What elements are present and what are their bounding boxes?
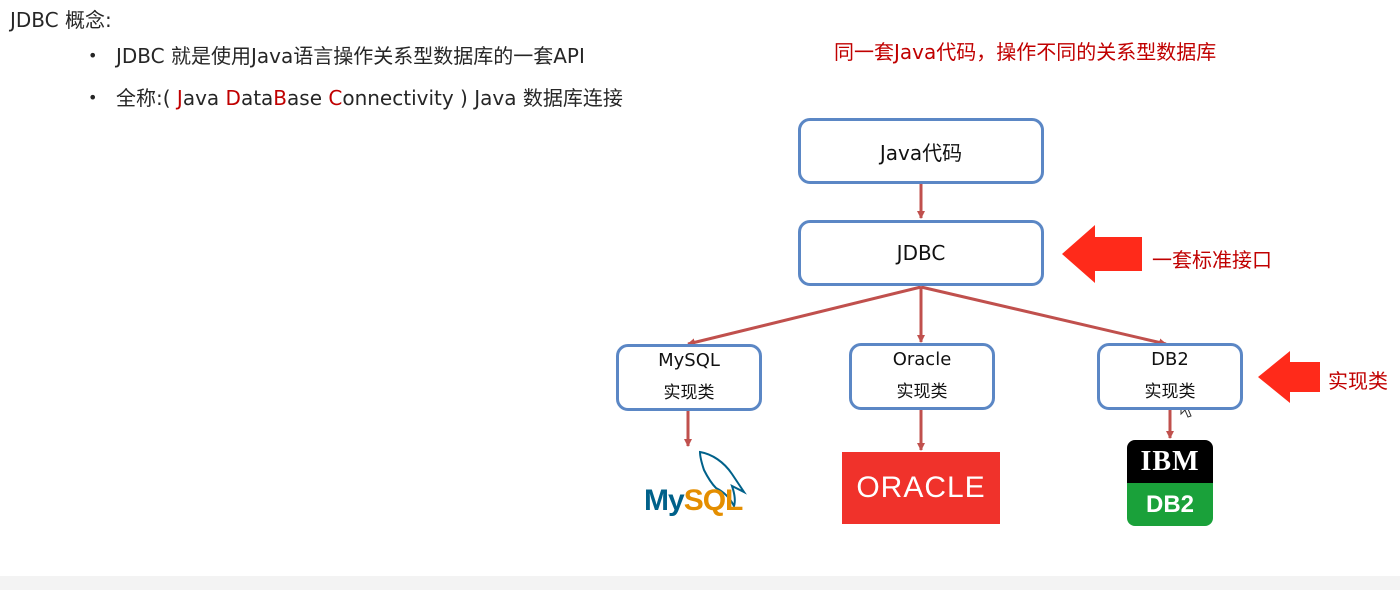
page-bottom-strip [0,576,1400,590]
initial-d: D [225,86,241,110]
bullet-full-name-text: 全称:( Java DataBase Connectivity ) Java 数… [116,84,623,112]
arrow-impl-class [1258,351,1320,403]
word-java-rest: ava [182,86,226,110]
db2-logo-bottom: DB2 [1127,483,1213,526]
jdbc-box-label: JDBC [896,241,946,265]
db2-wordmark: DB2 [1145,490,1194,518]
oracle-impl-box: Oracle 实现类 [849,343,995,410]
dolphin-icon [698,450,747,509]
initial-c: C [328,86,343,110]
bullet-definition-text: JDBC 就是使用Java语言操作关系型数据库的一套API [116,44,585,68]
jdbc-box: JDBC [798,220,1044,286]
bullet-dot: • [88,46,98,65]
java-code-box-label: Java代码 [879,140,963,165]
initial-b: B [273,86,288,110]
db2-impl-box: DB2 实现类 [1097,343,1243,410]
oracle-impl-sub: 实现类 [896,381,948,402]
oracle-logo: ORACLE [842,452,1000,524]
db2-impl-name: DB2 [1151,348,1189,370]
ibm-wordmark: IBM [1140,445,1200,477]
ibm-db2-logo: IBM DB2 [1127,440,1213,526]
word-base-rest: ase [287,86,329,110]
oracle-impl-name: Oracle [892,348,952,370]
jdbc-interface-label: 一套标准接口 [1152,248,1272,272]
diagram-caption: 同一套Java代码，操作不同的关系型数据库 [834,40,1217,64]
bullet-dot: • [88,88,98,107]
mysql-impl-box: MySQL 实现类 [616,344,762,411]
slide-heading: JDBC 概念: [10,8,112,32]
mysql-impl-name: MySQL [658,349,720,371]
mysql-wordmark-sql: SQL [683,484,744,517]
impl-class-label: 实现类 [1328,369,1388,393]
db2-impl-sub: 实现类 [1144,381,1196,402]
initial-j: J [176,86,183,110]
oracle-wordmark: ORACLE [856,471,986,504]
mysql-impl-sub: 实现类 [663,382,715,403]
ibm-logo-top: IBM [1127,440,1213,483]
connector-jdbc-to-db2 [920,285,1167,347]
mysql-wordmark-my: My [644,484,685,517]
full-name-prefix: 全称:( [116,86,177,110]
mysql-wordmark: MySQL [644,484,744,518]
java-code-box: Java代码 [798,118,1044,184]
word-connectivity-rest: onnectivity ) Java 数据库连接 [342,86,623,110]
mysql-logo: MySQL [640,448,760,520]
arrow-jdbc-interface [1062,225,1142,283]
connector-jdbc-to-mysql [687,285,922,347]
word-data-rest: ata [240,86,274,110]
